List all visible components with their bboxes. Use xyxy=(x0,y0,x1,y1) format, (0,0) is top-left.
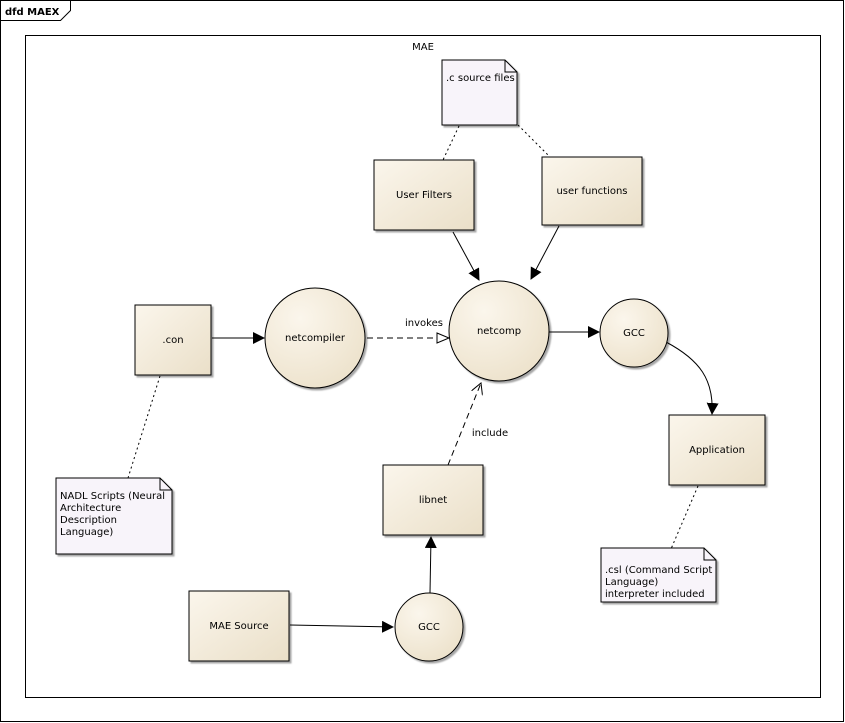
entity-user-filters-label: User Filters xyxy=(396,190,452,201)
process-netcomp[interactable]: netcomp xyxy=(448,280,550,382)
note-csl-text: .csl (Command Script Language) interpret… xyxy=(605,565,713,600)
entity-libnet-label: libnet xyxy=(419,495,447,506)
mae-boundary xyxy=(25,35,821,698)
flow-gcc-to-libnet xyxy=(424,536,437,594)
process-gcc-top[interactable]: GCC xyxy=(599,298,669,368)
flow-libnet-include-netcomp xyxy=(447,383,481,466)
process-netcompiler-label: netcompiler xyxy=(285,333,346,344)
entity-application[interactable]: Application xyxy=(668,414,766,486)
note-csl[interactable] xyxy=(600,547,717,603)
entity-con[interactable]: .con xyxy=(134,304,212,376)
include-label: include xyxy=(472,428,508,439)
invokes-label: invokes xyxy=(405,318,443,329)
note-c-source-text: .c source files xyxy=(446,73,515,84)
note-nadl[interactable] xyxy=(55,477,173,555)
entity-con-label: .con xyxy=(162,335,183,346)
boundary-label: MAE xyxy=(412,42,434,53)
flow-mae-source-to-gcc xyxy=(289,620,394,633)
frame-title: dfd MAEX xyxy=(5,7,60,18)
entity-mae-source-label: MAE Source xyxy=(209,621,268,632)
process-gcc-bottom[interactable]: GCC xyxy=(394,592,464,662)
flow-gcc-to-application xyxy=(665,341,719,415)
process-gcc-top-label: GCC xyxy=(623,328,645,339)
entity-mae-source[interactable]: MAE Source xyxy=(188,590,290,662)
note-link-csl-application xyxy=(670,485,699,550)
frame-title-tab xyxy=(0,0,71,21)
note-c-source[interactable] xyxy=(441,59,518,126)
entity-user-functions[interactable]: user functions xyxy=(541,156,643,226)
process-gcc-bottom-label: GCC xyxy=(418,622,440,633)
process-netcomp-label: netcomp xyxy=(477,326,521,337)
flow-user-filters-to-netcomp xyxy=(452,231,480,281)
entity-libnet[interactable]: libnet xyxy=(382,464,484,536)
entity-application-label: Application xyxy=(689,445,745,456)
flow-user-functions-to-netcomp xyxy=(530,225,560,280)
process-netcompiler[interactable]: netcompiler xyxy=(264,287,366,389)
note-nadl-text: NADL Scripts (Neural Architecture Descri… xyxy=(60,491,166,538)
entity-user-filters[interactable]: User Filters xyxy=(373,159,475,231)
note-link-c-source-user-filters xyxy=(442,125,460,161)
entity-user-functions-label: user functions xyxy=(556,186,627,197)
